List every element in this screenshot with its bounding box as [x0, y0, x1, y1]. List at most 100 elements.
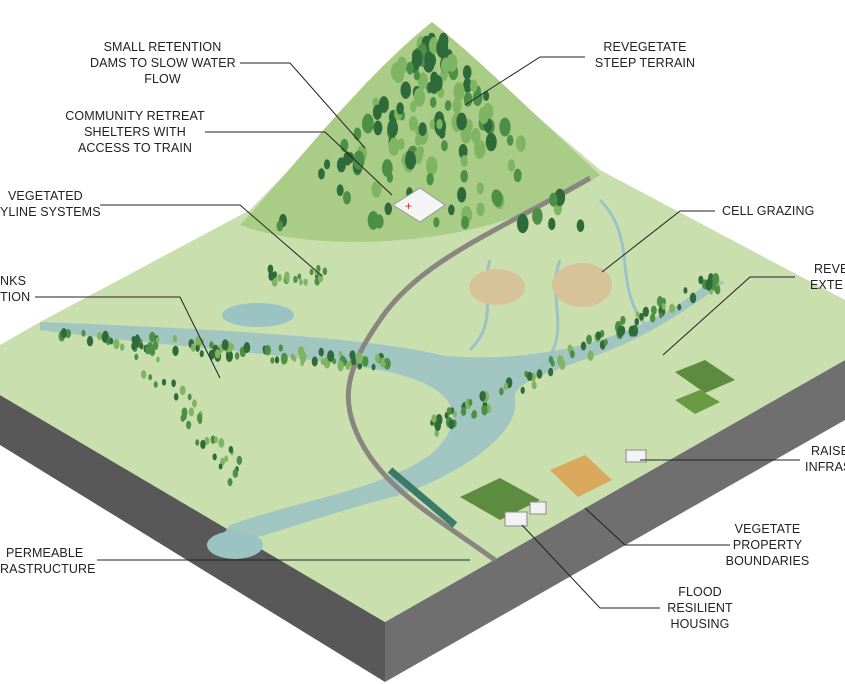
tree — [134, 353, 139, 361]
tree — [234, 352, 240, 360]
tree — [292, 355, 297, 362]
leader-line — [601, 210, 715, 273]
tree — [218, 438, 225, 448]
tree — [221, 339, 229, 351]
tree — [435, 414, 443, 426]
tree — [171, 379, 176, 388]
tree — [113, 338, 120, 350]
label-line: CELL GRAZING — [722, 204, 815, 218]
tree — [362, 113, 374, 134]
tree — [336, 184, 344, 197]
tree — [426, 173, 434, 186]
tree — [446, 407, 452, 416]
tree — [669, 303, 675, 314]
tree — [634, 317, 640, 326]
tree — [173, 393, 179, 401]
flood-resilient-house — [504, 511, 528, 527]
tree — [460, 155, 468, 167]
label-retreat-shelters: COMMUNITY RETREAT SHELTERS WITH ACCESS T… — [65, 108, 205, 156]
leader-line — [584, 507, 730, 546]
tree — [452, 97, 462, 114]
tree — [278, 344, 283, 352]
tree — [503, 382, 509, 390]
tree — [677, 303, 682, 311]
tree — [356, 352, 364, 364]
label-permeable-infrastructure: PERMEABLE RASTRUCTURE — [0, 545, 96, 577]
tree — [277, 274, 282, 282]
tree — [620, 315, 626, 325]
label-revegetate-steep: REVEGETATE STEEP TERRAIN — [585, 39, 705, 71]
tree — [456, 112, 467, 131]
tree — [516, 213, 529, 234]
tree — [318, 347, 324, 357]
tree — [109, 337, 114, 345]
label-cell-grazing: CELL GRAZING — [722, 203, 814, 219]
label-line: FLOW — [144, 72, 181, 86]
label-line: NKS — [0, 274, 27, 288]
tree — [60, 328, 67, 339]
tree — [400, 81, 411, 99]
tree — [424, 50, 435, 69]
tree — [531, 381, 537, 390]
tree — [361, 355, 369, 367]
label-property-boundaries: VEGETATE PROPERTY BOUNDARIES — [725, 521, 810, 569]
tree — [417, 72, 428, 90]
tree — [155, 336, 160, 343]
flood-resilient-house — [529, 501, 547, 515]
tree — [468, 399, 473, 406]
tree — [586, 334, 593, 345]
tree — [186, 420, 192, 430]
tree — [210, 435, 216, 444]
tree — [576, 219, 585, 232]
tree — [297, 273, 302, 280]
tree — [195, 344, 200, 352]
tree — [595, 331, 601, 340]
block-top-face — [0, 25, 845, 622]
tree — [228, 445, 234, 454]
leader-line — [240, 62, 366, 149]
raised-infrastructure-building — [625, 449, 647, 463]
tree — [580, 341, 587, 351]
tree — [520, 386, 525, 394]
label-line: PROPERTY — [732, 538, 803, 552]
tree — [351, 357, 357, 366]
tree — [188, 407, 195, 417]
label-line: SMALL RETENTION — [103, 40, 222, 54]
tree — [476, 202, 485, 217]
tree — [214, 349, 221, 359]
tree — [152, 340, 159, 350]
tree — [101, 332, 109, 343]
tree — [179, 385, 186, 396]
label-line: REVEGETATE — [603, 40, 687, 54]
leader-line — [205, 131, 393, 196]
tree — [153, 381, 158, 388]
tree — [444, 100, 452, 112]
railway-track — [345, 175, 592, 563]
tree — [483, 90, 490, 102]
tree — [381, 159, 393, 178]
tree — [427, 81, 434, 93]
label-line: PERMEABLE — [6, 546, 84, 560]
tree — [131, 342, 137, 351]
label-flood-housing: FLOOD RESILIENT HOUSING — [660, 584, 740, 632]
tree — [413, 70, 420, 81]
tree — [603, 338, 608, 346]
tree — [172, 345, 179, 357]
tree — [405, 151, 417, 170]
leader-line — [662, 276, 795, 356]
tree — [397, 138, 405, 150]
label-line: VEGETATED — [8, 189, 83, 203]
tree — [86, 335, 94, 347]
tree — [474, 139, 486, 159]
label-revegetate-extent: REVE EXTE — [800, 261, 845, 293]
tree — [481, 405, 488, 416]
leader-line — [35, 296, 221, 379]
tree — [323, 159, 331, 170]
tree — [485, 132, 497, 152]
tree — [327, 350, 335, 362]
label-banks: NKS TION — [0, 273, 30, 305]
label-line: DAMS TO SLOW WATER — [90, 56, 236, 70]
tree — [492, 190, 503, 208]
label-line: VEGETATE — [734, 522, 801, 536]
tree — [463, 77, 472, 93]
